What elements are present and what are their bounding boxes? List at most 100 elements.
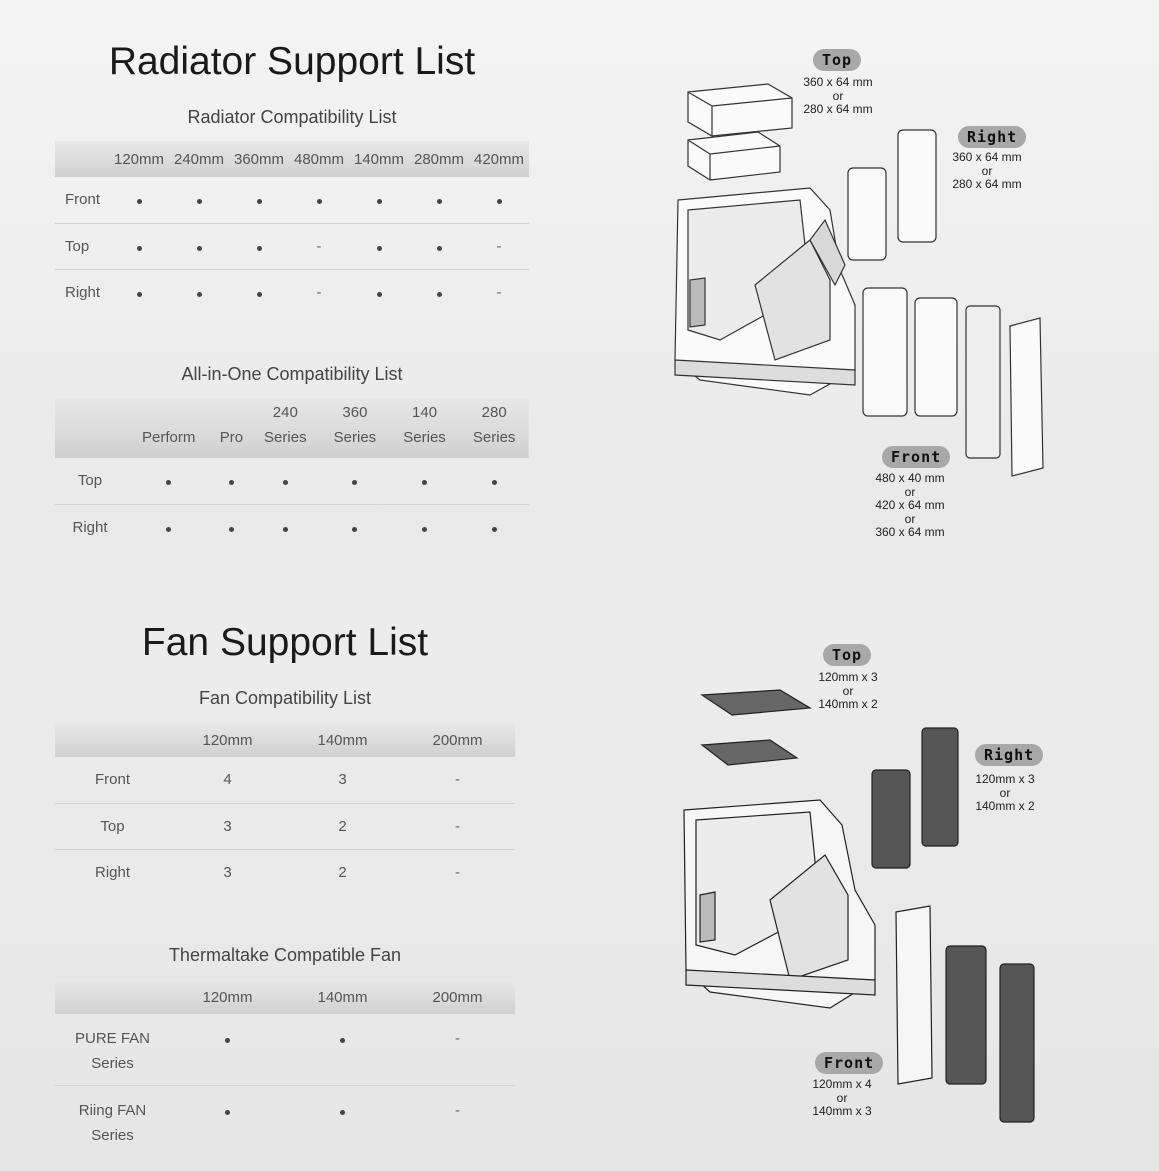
row-label-line: Series [91,1055,134,1072]
unsupported-dash: - [496,283,502,301]
radiator-right-tag: Right [958,126,1027,148]
supported-dot [256,291,262,297]
table-header-cell: 200mm [432,731,483,749]
row-label-line: Series [91,1126,134,1144]
table-header-cell: 480mm [293,150,345,168]
radiator-top-tag: Top [813,49,862,71]
row-label: Right [55,504,125,550]
table-cell [285,1014,400,1085]
radiator-exploded-view-illustration [674,83,1044,477]
table-cell [109,269,169,315]
row-label-line: Top [100,817,125,835]
table-header-cell: 140mm [353,150,405,168]
unsupported-dash: - [455,1030,460,1047]
supported-dot [340,1038,345,1043]
supported-dot [376,291,382,297]
table-header-cell: 360mm [233,150,285,168]
table-cell [125,458,212,504]
fan-diagram: Top 120mm x 3 or 140mm x 2 Right 120mm x… [670,640,1090,1140]
supported-dot [228,526,234,532]
table-cell: - [469,223,529,269]
row-label: Right [55,849,170,895]
table-cell: - [400,1014,515,1085]
table-cell: - [469,269,529,315]
row-label-line: Top [77,472,103,490]
table-cell: - [289,223,349,269]
supported-dot [136,199,142,205]
table-cell [409,177,469,223]
radiator-diagram: Top 360 x 64 mm or 280 x 64 mm Right 360… [660,40,1080,550]
row-label-line: Right [94,863,131,881]
table-cell: 4 [170,757,285,803]
supported-dot [316,199,322,205]
table-cell [109,177,169,223]
fan-top-tag: Top [823,644,872,666]
table-row: Front [55,177,529,223]
table-row: Right [55,504,529,550]
supported-dot [282,480,288,486]
table-cell [170,1085,285,1156]
cell-value: 4 [223,771,232,789]
fan-front-tag: Front [815,1052,884,1074]
supported-dot [352,480,358,486]
table-cell: 2 [285,849,400,895]
table-cell: - [400,849,515,895]
table-row: Top [55,458,529,504]
table-row: Top-- [55,223,529,269]
header-line-2: Perform [141,429,196,446]
table-row: PURE FAN Series - [55,1014,515,1085]
table-header-cell [55,980,170,1014]
row-label: Right [55,269,109,315]
table-cell [170,1014,285,1085]
table-header-cell: 280mm [413,150,465,168]
unsupported-dash: - [316,283,322,301]
supported-dot [225,1109,230,1115]
fan-section-title: Fan Support List [141,621,429,664]
supported-dot [136,245,142,251]
supported-dot [340,1109,345,1115]
table-cell [285,1085,400,1156]
header-line-2: Series [264,429,307,446]
header-line-2: Pro [219,429,244,446]
table-cell [349,269,409,315]
fan-exploded-view-illustration [683,689,1035,1123]
table-row: Right - - [55,269,529,315]
radiator-top-callout: 360 x 64 mm or 280 x 64 mm [803,75,873,116]
table-cell: 3 [285,757,400,803]
table-header-cell [55,723,170,757]
table-cell [390,458,460,504]
table-cell: 2 [285,803,400,849]
table-cell: 3 [170,803,285,849]
unsupported-dash: - [496,237,502,255]
table-header-cell: 120mm [202,988,253,1006]
row-label-line: PURE FAN [74,1030,150,1047]
table-cell [125,504,212,550]
header-line-1: 140 [412,404,438,421]
supported-dot [196,291,202,297]
supported-dot [496,199,502,205]
table-cell [349,223,409,269]
supported-dot [436,199,442,205]
supported-dot [196,199,202,205]
table-cell [409,223,469,269]
row-label-line: Riing FAN [78,1101,147,1119]
supported-dot [196,245,202,251]
radiator-right-callout: 360 x 64 mm or 280 x 64 mm [952,150,1022,191]
row-label-line: Front [94,771,130,789]
table-cell [212,458,250,504]
supported-dot [376,245,382,251]
table-cell [251,504,321,550]
supported-dot [256,245,262,251]
table-cell: - [400,1085,515,1156]
